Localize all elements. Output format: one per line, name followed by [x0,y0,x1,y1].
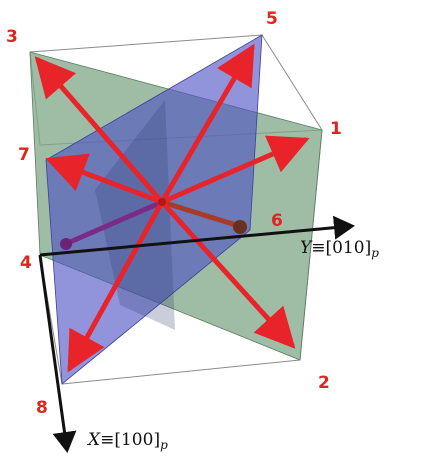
arrow-to-5 [159,43,255,205]
arrow-to-4 [67,199,165,245]
back-arrows [60,199,247,250]
y-axis-arrow [39,215,355,257]
label-vertex-6: 6 [271,211,283,231]
arrow-to-7 [45,153,165,205]
origin-point [158,198,166,206]
arrow-to-2 [159,199,296,349]
vertex-labels: 3 5 1 7 6 2 8 4 [6,9,342,418]
x-axis-arrow [38,254,77,453]
label-vertex-3: 3 [6,27,18,47]
label-vertex-5: 5 [266,9,278,29]
label-vertex-4: 4 [20,253,32,273]
arrow-to-1 [159,135,310,205]
coordinate-axes [38,215,355,453]
red-diagonals [34,43,310,373]
y-axis-label: Y≡[010]p [300,238,379,260]
arrow-to-8 [67,199,165,373]
label-vertex-8: 8 [36,398,48,418]
arrow-head-4 [60,238,72,250]
arrow-head-6 [233,220,247,234]
arrow-to-6 [159,199,239,228]
label-vertex-1: 1 [330,119,342,139]
arrow-to-3 [34,56,165,205]
label-vertex-2: 2 [318,373,330,393]
x-axis-label: X≡[100]p [86,430,168,452]
label-vertex-7: 7 [18,145,30,165]
